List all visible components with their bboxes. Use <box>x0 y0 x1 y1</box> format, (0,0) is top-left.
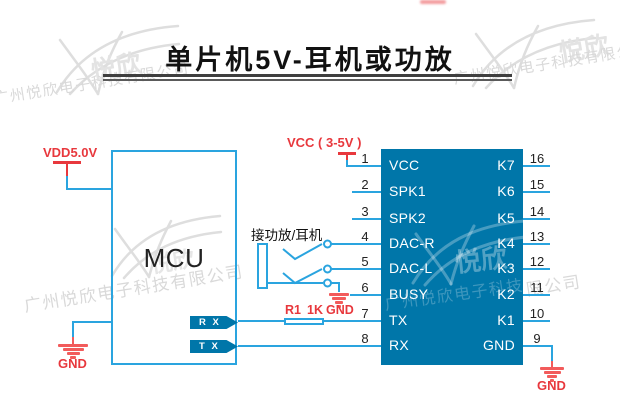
resistor-body <box>284 318 324 325</box>
pin11-wire <box>523 294 550 296</box>
chip-pin-k2: K2 <box>497 286 515 302</box>
pin9-wire <box>523 345 553 347</box>
pin2-wire <box>352 191 381 193</box>
mcu-label: MCU <box>143 243 205 273</box>
pin16-number: 16 <box>529 151 545 166</box>
pin7-wire-a <box>238 320 284 322</box>
jack-label: 接功放/耳机 <box>251 228 323 243</box>
chip-pin-gnd: GND <box>482 337 515 353</box>
gnd-left-wire-blue <box>72 321 74 338</box>
chip-pin-k5: K5 <box>497 210 515 226</box>
pin16-wire <box>523 165 550 167</box>
chip-pin-k1: K1 <box>497 312 515 328</box>
pin3-wire <box>352 218 381 220</box>
jack-plug-body <box>257 243 268 289</box>
resistor-ref-label: R1 <box>285 303 301 317</box>
pin3-number: 3 <box>361 204 369 219</box>
gnd-right-label: GND <box>537 378 566 393</box>
title-underline-2 <box>103 79 512 81</box>
vcc-wire-red <box>346 154 348 161</box>
gnd-left-label: GND <box>58 356 87 371</box>
pin8-wire <box>238 345 381 347</box>
watermark-swoosh-top-right <box>471 18 597 90</box>
gnd-left-symbol <box>58 344 88 359</box>
gnd-jack-label: GND <box>326 303 354 317</box>
pin15-wire <box>523 191 550 193</box>
title-underline-1 <box>103 74 512 77</box>
gnd-jack-symbol <box>329 293 349 308</box>
pin6-number: 6 <box>361 280 369 295</box>
chip-pin-spk2: SPK2 <box>389 210 426 226</box>
chip-pin-dacr: DAC-R <box>389 235 435 251</box>
pin14-wire <box>523 218 550 220</box>
pin11-number: 11 <box>530 280 544 295</box>
chip-pin-vcc: VCC <box>389 157 420 173</box>
vdd-wire-blue <box>66 176 68 190</box>
vdd-power-bar <box>53 161 81 164</box>
resistor-value-label: 1K <box>307 303 323 317</box>
chip-pin-k4: K4 <box>497 235 515 251</box>
watermark-swoosh-chip <box>411 219 523 287</box>
vdd-wire-red <box>66 163 68 177</box>
chip-pin-spk1: SPK1 <box>389 183 426 199</box>
vdd-label: VDD5.0V <box>43 145 98 160</box>
jack-terminal-dacr <box>323 239 332 249</box>
vcc-label: VCC ( 3-5V ) <box>287 135 362 150</box>
watermark-swoosh-mid-left <box>110 214 223 280</box>
pin13-number: 13 <box>529 229 545 244</box>
vcc-wire-blue <box>346 160 348 167</box>
gnd-right-wire-blue <box>551 345 553 362</box>
pin12-wire <box>523 268 550 270</box>
jack-terminal-gnd <box>323 278 332 288</box>
pin12-number: 12 <box>529 254 545 269</box>
mcu-tx-port: T X <box>190 340 238 353</box>
chip-pin-tx: TX <box>389 312 408 328</box>
pin1-number: 1 <box>361 151 369 166</box>
chip-pin-k6: K6 <box>497 183 515 199</box>
mcu-rx-port: R X <box>190 316 238 329</box>
pin14-number: 14 <box>529 204 545 219</box>
gnd-right-symbol <box>540 367 564 382</box>
pin8-number: 8 <box>361 331 369 346</box>
chip-pin-rx: RX <box>389 337 410 353</box>
gnd-right-wire-red <box>551 361 553 367</box>
pin10-wire <box>523 320 550 322</box>
gnd-left-wire-horizontal <box>72 321 112 323</box>
pin4-wire <box>331 243 381 245</box>
pin4-number: 4 <box>361 229 369 244</box>
pin6-wire <box>350 294 381 296</box>
gnd-left-wire-red <box>72 337 74 344</box>
chip-pin-k3: K3 <box>497 260 515 276</box>
pin2-number: 2 <box>361 177 369 192</box>
pin10-number: 10 <box>529 306 545 321</box>
pin1-wire <box>346 165 381 167</box>
jack-terminal-dacl <box>323 264 332 274</box>
pin15-number: 15 <box>529 177 545 192</box>
mcu-box <box>111 150 237 365</box>
pin13-wire <box>523 243 550 245</box>
pin7-wire-b <box>324 320 381 322</box>
pin5-wire <box>331 268 381 270</box>
audio-chip: 悦欣 广州悦欣电子科技有限公司 VCC SPK1 SPK2 DAC-R DAC-… <box>381 149 523 365</box>
watermark-swoosh-top-left <box>55 24 181 96</box>
pin9-number: 9 <box>533 331 541 346</box>
vdd-wire-horizontal <box>66 188 112 190</box>
chip-pin-busy: BUSY <box>389 286 429 302</box>
pin7-number: 7 <box>361 306 369 321</box>
chip-pin-k7: K7 <box>497 157 515 173</box>
pin5-number: 5 <box>361 254 369 269</box>
red-smudge-top <box>420 0 446 4</box>
chip-pin-dacl: DAC-L <box>389 260 433 276</box>
page-title: 单片机5V-耳机或功放 <box>165 45 455 75</box>
vcc-power-bar <box>338 152 356 155</box>
